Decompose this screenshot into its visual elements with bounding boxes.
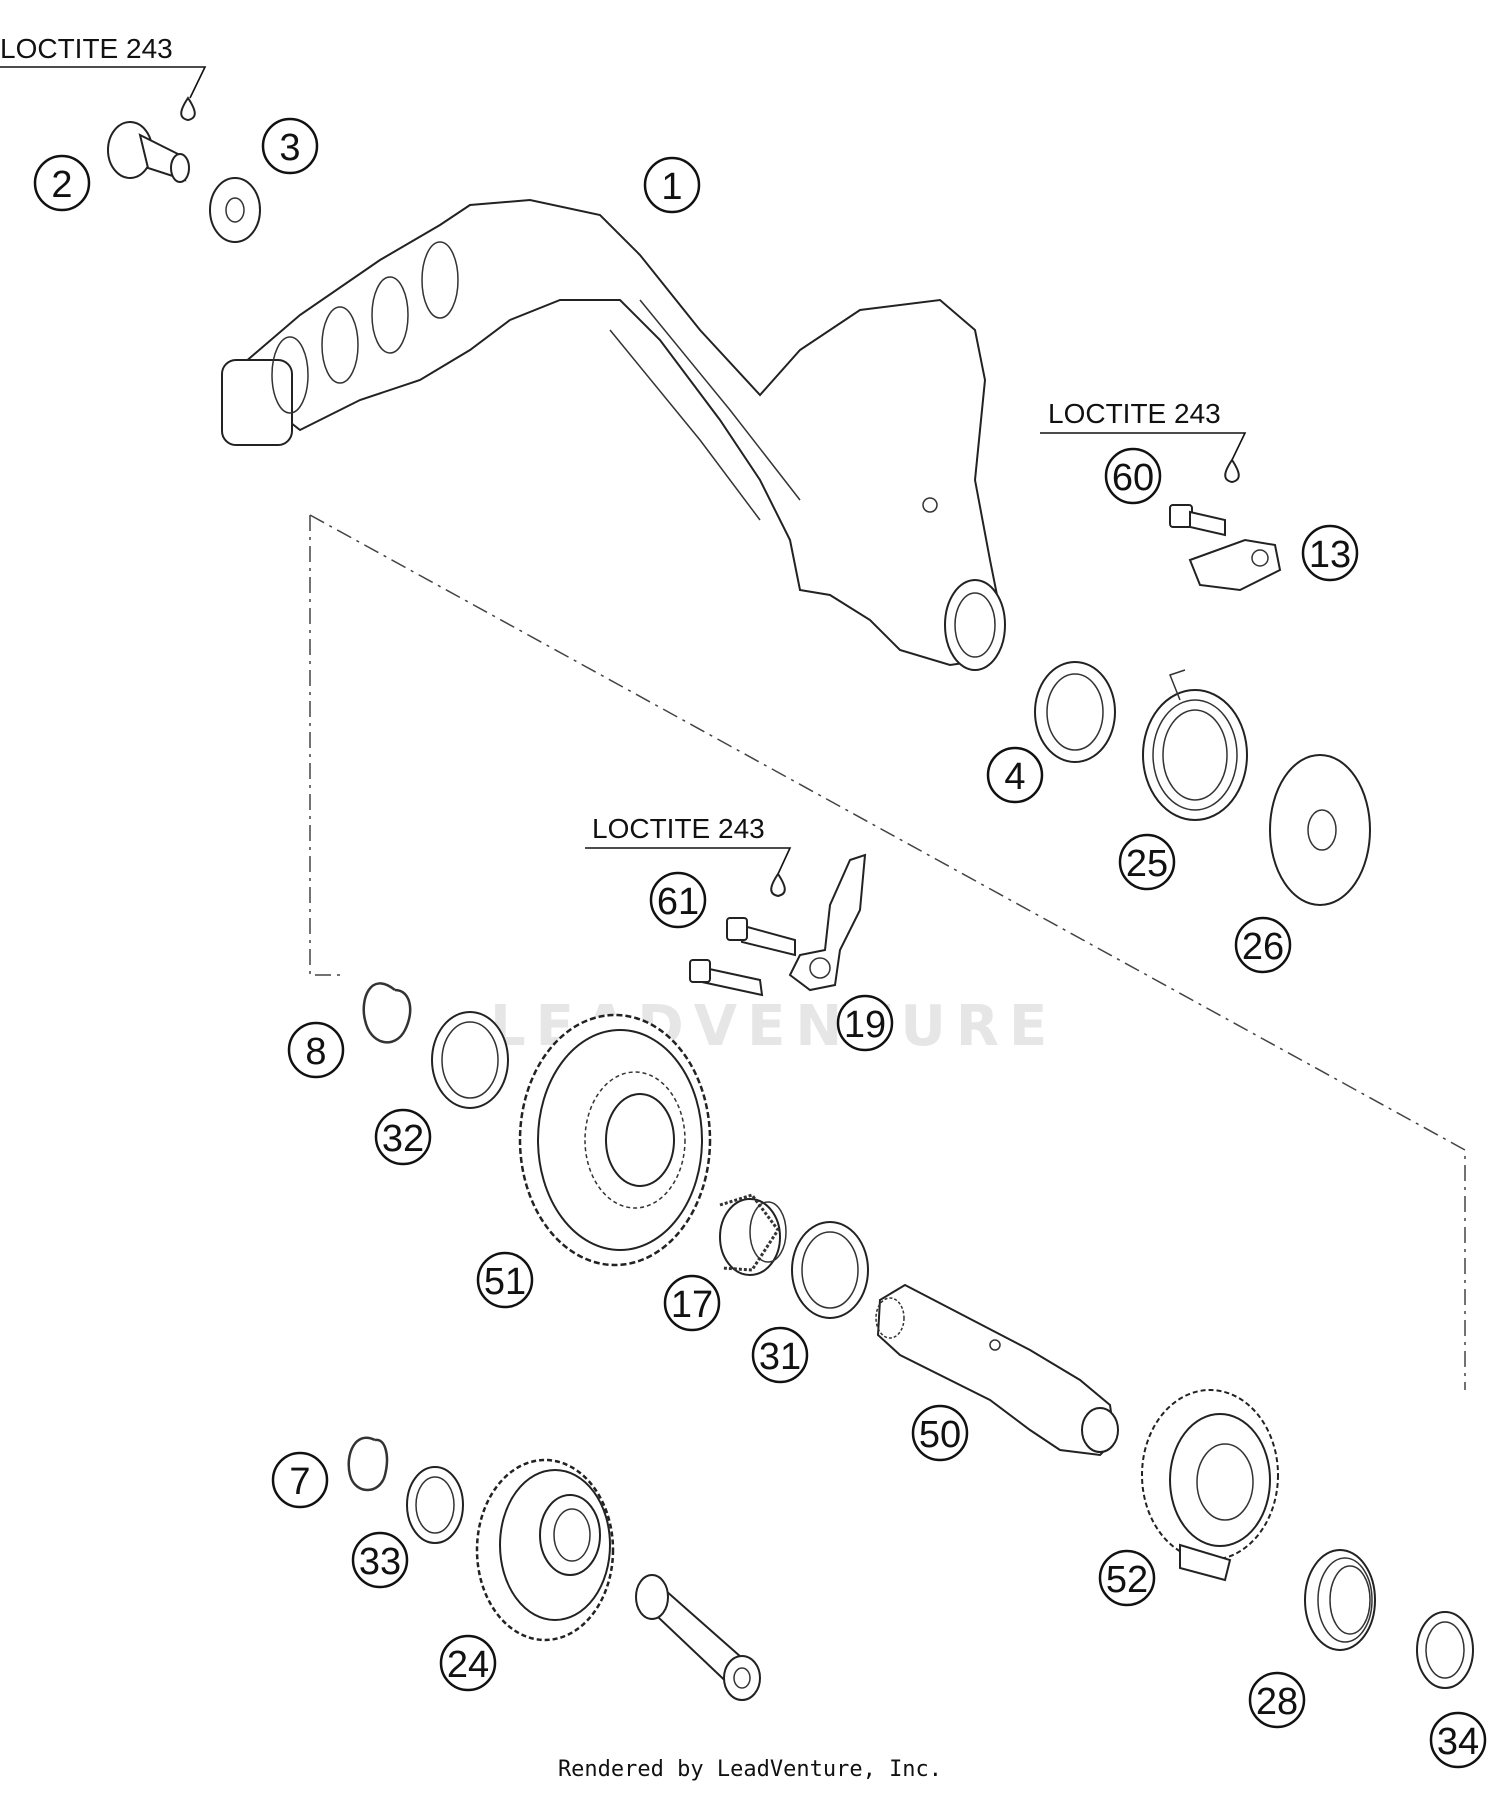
- callout-34: 34: [1429, 1711, 1487, 1769]
- callout-52: 52: [1098, 1549, 1156, 1607]
- svg-text:24: 24: [447, 1644, 489, 1686]
- part-2-screw: [107, 121, 190, 183]
- svg-text:60: 60: [1112, 457, 1154, 499]
- callout-31: 31: [751, 1326, 809, 1384]
- part-51-gear: [518, 1013, 712, 1267]
- part-4-washer: [1034, 661, 1116, 763]
- callout-17: 17: [663, 1274, 721, 1332]
- svg-text:13: 13: [1309, 534, 1351, 576]
- callout-3: 3: [261, 117, 319, 175]
- svg-text:61: 61: [657, 881, 699, 923]
- part-50-shaft: [875, 1283, 1119, 1457]
- callout-8: 8: [287, 1021, 345, 1079]
- part-25-spring: [1142, 669, 1248, 821]
- callout-19: 19: [836, 994, 894, 1052]
- part-60-screw: [1169, 504, 1226, 537]
- callout-26: 26: [1234, 916, 1292, 974]
- sleeve: [635, 1574, 761, 1701]
- callout-51: 51: [476, 1251, 534, 1309]
- svg-text:19: 19: [844, 1004, 886, 1046]
- svg-text:33: 33: [359, 1541, 401, 1583]
- part-31-washer: [791, 1221, 869, 1319]
- kickstart-lever: [221, 198, 1006, 671]
- callout-4: 4: [986, 746, 1044, 804]
- callout-7: 7: [271, 1451, 329, 1509]
- callout-50: 50: [911, 1404, 969, 1462]
- svg-text:50: 50: [919, 1414, 961, 1456]
- part-19-guide: [788, 853, 867, 992]
- part-7-circlip: [347, 1436, 389, 1492]
- svg-text:LOCTITE 243: LOCTITE 243: [1048, 398, 1221, 429]
- svg-text:2: 2: [51, 164, 72, 206]
- part-17-needle-bearing: [719, 1193, 787, 1276]
- svg-text:LOCTITE 243: LOCTITE 243: [592, 813, 765, 844]
- svg-text:28: 28: [1256, 1681, 1298, 1723]
- part-3-washer: [209, 177, 261, 243]
- svg-text:4: 4: [1004, 756, 1025, 798]
- svg-text:32: 32: [382, 1118, 424, 1160]
- part-61-screws: [689, 917, 796, 997]
- loctite-note-3: LOCTITE 243: [585, 813, 792, 898]
- footer-credit: Rendered by LeadVenture, Inc.: [557, 1757, 943, 1782]
- svg-text:34: 34: [1437, 1721, 1479, 1763]
- callout-28: 28: [1248, 1671, 1306, 1729]
- svg-text:26: 26: [1242, 926, 1284, 968]
- svg-text:25: 25: [1126, 843, 1168, 885]
- callout-25: 25: [1118, 833, 1176, 891]
- svg-text:3: 3: [279, 127, 300, 169]
- svg-text:31: 31: [759, 1336, 801, 1378]
- svg-text:51: 51: [484, 1261, 526, 1303]
- callout-1: 1: [643, 156, 701, 214]
- part-28-spring: [1304, 1549, 1376, 1651]
- svg-text:7: 7: [289, 1461, 310, 1503]
- part-33-washer: [406, 1466, 464, 1544]
- part-24-gear: [475, 1458, 615, 1642]
- svg-text:1: 1: [661, 166, 682, 208]
- svg-text:LOCTITE 243: LOCTITE 243: [0, 33, 173, 64]
- callout-13: 13: [1301, 524, 1359, 582]
- callout-24: 24: [439, 1634, 497, 1692]
- callout-2: 2: [33, 154, 91, 212]
- callout-32: 32: [374, 1108, 432, 1166]
- svg-text:17: 17: [671, 1284, 713, 1326]
- callout-60: 60: [1104, 447, 1162, 505]
- assembly-line-diagonal: [309, 514, 1466, 1390]
- part-13-stop-plate: [1188, 538, 1282, 592]
- callout-33: 33: [351, 1531, 409, 1589]
- part-26-disc: [1269, 754, 1371, 906]
- loctite-note-1: LOCTITE 243: [0, 33, 207, 122]
- assembly-line-left: [309, 515, 340, 976]
- part-52-ratchet: [1141, 1389, 1279, 1582]
- part-32-washer: [431, 1011, 509, 1109]
- loctite-note-2: LOCTITE 243: [1040, 398, 1247, 484]
- part-8-circlip: [362, 982, 412, 1044]
- callout-61: 61: [649, 871, 707, 929]
- svg-text:8: 8: [305, 1031, 326, 1073]
- part-34-washer: [1416, 1611, 1474, 1689]
- svg-text:52: 52: [1106, 1559, 1148, 1601]
